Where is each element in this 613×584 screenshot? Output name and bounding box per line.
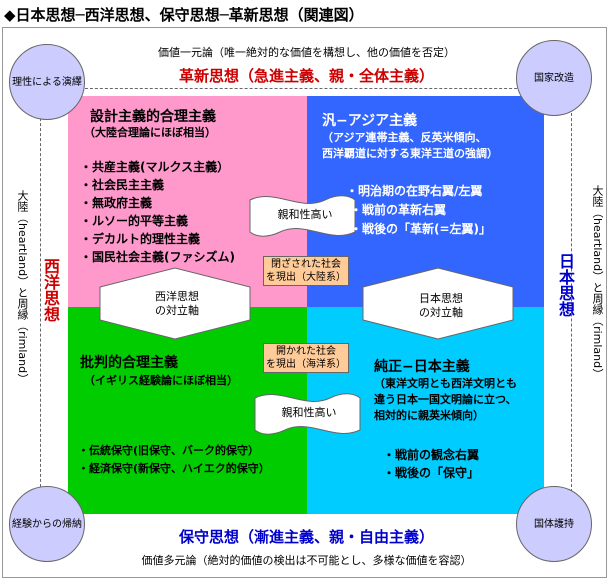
bottom-right-heading: 純正−日本主義 (374, 359, 470, 375)
circle-bottom-left: 経験からの帰納 (9, 486, 85, 562)
subheading-line: 相対的に親英米傾向） (374, 409, 484, 422)
monism-note: 価値一元論（唯一絶対的な価値を構想し、他の価値を否定） (158, 46, 455, 59)
list-item: ・デカルト的理性主義 (80, 232, 201, 246)
circle-top-left: 理性による演繹 (9, 44, 85, 120)
subheading-line: 違う日本一国文明論に立つ、 (374, 393, 517, 406)
upper-wave-banner (249, 195, 356, 237)
bottom-left-heading: 批判的合理主義 (80, 355, 178, 371)
list-item: ・戦前の革新右翼 (350, 203, 447, 217)
right-side-text: 大陸（heartland）と周縁（rimland） (591, 185, 604, 380)
bottom-right-subheading: （東洋文明とも西洋文明とも 違う日本一国文明論に立つ、 相対的に親英米傾向） (374, 376, 517, 424)
list-item: ・ルソー的平等主義 (80, 214, 189, 228)
top-right-heading: 汎−アジア主義 (322, 113, 418, 129)
list-item: ・社会民主主義 (80, 178, 165, 192)
bottom-right-list: ・戦前の観念右翼 ・戦後の「保守」 (383, 446, 479, 482)
subheading-line: （東洋文明とも西洋文明とも (374, 377, 517, 390)
closed-society-callout: 閉ざされた社会 を現出（大陸系） (263, 256, 349, 286)
left-axis-arrow (99, 267, 251, 340)
list-item: ・戦後の「保守」 (383, 466, 480, 480)
top-left-list: ・共産主義(マルクス主義） ・社会民主主義 ・無政府主義 ・ルソー的平等主義 ・… (80, 158, 235, 266)
diagram-title: ◆日本思想─西洋思想、保守思想─革新思想（関連図） (4, 6, 364, 24)
top-right-list: ・明治期の在野右翼/左翼 ・戦前の革新右翼 ・戦後の「革新(=左翼)」 (346, 182, 491, 239)
left-side-label: 西洋思想 (41, 258, 60, 322)
callout-line: を現出（大陸系） (266, 272, 346, 283)
right-axis-arrow (362, 267, 514, 340)
bottom-left-subheading: （イギリス経験論にほぼ相当） (84, 374, 238, 387)
circle-bottom-right: 国体護持 (516, 486, 592, 562)
list-item: ・共産主義(マルクス主義） (80, 160, 230, 174)
top-left-subheading: （大陸合理論にほぼ相当） (84, 126, 216, 139)
subheading-line: （アジア連帯主義、反英米傾向、 (322, 131, 487, 144)
axis-line: の対立軸 (155, 304, 199, 317)
top-left-heading: 設計主義的合理主義 (90, 109, 216, 125)
list-item: ・経済保守(新保守、ハイエク的保守） (78, 462, 270, 475)
outer-frame (2, 27, 607, 578)
right-side-label: 日本思想 (556, 253, 575, 317)
list-item: ・国民社会主義(ファシズム) (80, 250, 235, 264)
open-society-callout: 開かれた社会 を現出（海洋系） (263, 343, 349, 373)
japanese-axis-label: 日本思想 の対立軸 (396, 292, 486, 320)
callout-line: を現出（海洋系） (266, 359, 346, 370)
list-item: ・伝統保守(旧保守、バーク的保守） (78, 444, 260, 457)
callout-line: 閉ざされた社会 (271, 259, 341, 270)
circle-top-right: 国家改造 (516, 40, 592, 116)
axis-line: の対立軸 (419, 306, 463, 319)
top-right-subheading: （アジア連帯主義、反英米傾向、 西洋覇道に対する東洋王道の強調） (322, 130, 498, 162)
list-item: ・明治期の在野右翼/左翼 (346, 184, 483, 198)
lower-wave-banner (254, 393, 361, 435)
western-axis-label: 西洋思想 の対立軸 (132, 290, 222, 318)
callout-line: 開かれた社会 (276, 346, 336, 357)
bottom-left-list: ・伝統保守(旧保守、バーク的保守） ・経済保守(新保守、ハイエク的保守） (78, 442, 270, 478)
list-item: ・無政府主義 (80, 196, 153, 210)
progressive-band-label: 革新思想（急進主義、親・全体主義） (178, 67, 434, 85)
conservative-band-label: 保守思想（漸進主義、親・自由主義） (178, 528, 434, 546)
left-side-text: 大陸（heartland）と周縁（rimland） (16, 190, 29, 385)
subheading-line: 西洋覇道に対する東洋王道の強調） (322, 147, 498, 160)
pluralism-note: 価値多元論（絶対的価値の検出は不可能とし、多様な価値を容認） (141, 554, 472, 567)
lower-affinity-label: 親和性高い (281, 406, 337, 419)
list-item: ・戦前の観念右翼 (383, 448, 480, 462)
upper-affinity-label: 親和性高い (277, 208, 333, 221)
list-item: ・戦後の「革新(=左翼)」 (350, 222, 492, 236)
axis-line: 西洋思想 (155, 290, 199, 303)
axis-line: 日本思想 (419, 292, 463, 305)
